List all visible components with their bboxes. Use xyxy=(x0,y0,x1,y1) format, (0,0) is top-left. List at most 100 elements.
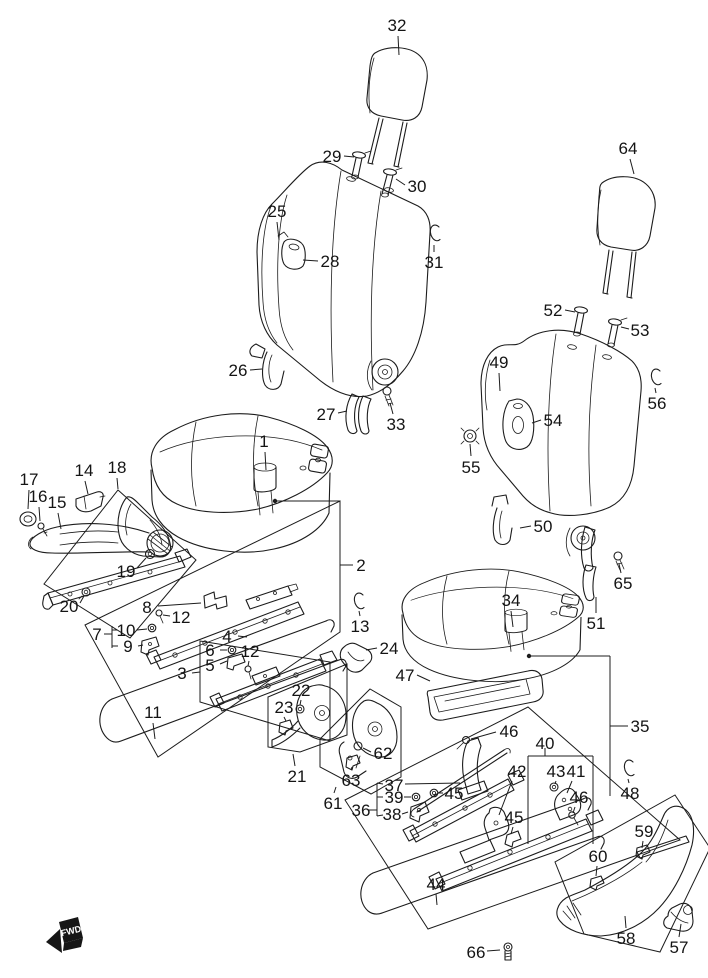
part-label-5: 5 xyxy=(205,656,214,675)
nut-6-drawing xyxy=(227,645,237,655)
bracket-line-36-4 xyxy=(376,814,384,817)
bracket-9-drawing xyxy=(140,636,160,656)
leader-line-5 xyxy=(219,660,228,665)
leader-line-47 xyxy=(416,674,431,682)
part-label-15: 15 xyxy=(48,493,67,512)
belt-guide-50-drawing xyxy=(491,494,513,546)
part-label-46a: 46 xyxy=(500,722,519,741)
part-label-37: 37 xyxy=(385,776,404,795)
clip-23-drawing xyxy=(278,719,294,736)
leader-line-32 xyxy=(397,35,400,56)
nut-45-front-drawing xyxy=(429,788,439,798)
bolt-46-rear-drawing xyxy=(568,811,579,826)
clip-59-drawing xyxy=(635,844,651,860)
leader-line-54 xyxy=(531,419,542,424)
leader-line-30 xyxy=(395,178,406,186)
part-label-32: 32 xyxy=(388,16,407,35)
clip-14-drawing xyxy=(75,491,106,513)
part-label-20: 20 xyxy=(60,597,79,616)
leader-line-17 xyxy=(27,489,30,510)
bracket-anchor-dot-2 xyxy=(272,498,278,504)
part-label-8: 8 xyxy=(142,598,151,617)
part-label-18: 18 xyxy=(108,458,127,477)
leader-line-11 xyxy=(152,722,156,740)
leader-line-53 xyxy=(620,326,630,330)
part-label-48: 48 xyxy=(621,784,640,803)
part-label-16: 16 xyxy=(29,487,48,506)
leader-line-44 xyxy=(435,893,438,906)
leader-line-29 xyxy=(343,155,355,158)
leader-line-48 xyxy=(627,778,630,784)
c-clip-icon-48 xyxy=(623,759,635,777)
nut-10-drawing xyxy=(147,623,157,633)
panel-buckle-21 xyxy=(267,663,348,753)
part-label-53: 53 xyxy=(631,321,650,340)
side-cover-58-drawing xyxy=(556,805,695,937)
c-clip-icon-31 xyxy=(429,224,441,242)
headrest-32-drawing xyxy=(366,47,428,168)
part-label-65: 65 xyxy=(614,574,633,593)
right-lower-rail-drawing xyxy=(428,809,604,892)
leader-line-59 xyxy=(641,840,644,849)
leader-line-63 xyxy=(350,766,353,771)
part-label-27: 27 xyxy=(317,405,336,424)
panel-retractor-61 xyxy=(319,688,402,795)
leader-line-19 xyxy=(136,557,147,569)
part-label-42: 42 xyxy=(508,762,527,781)
fwd-direction-badge: FWD xyxy=(46,917,83,953)
leader-line-38 xyxy=(401,811,409,815)
part-label-38: 38 xyxy=(383,805,402,824)
c-clip-icon-13 xyxy=(353,592,365,610)
handle-bezel-57-drawing xyxy=(663,902,694,932)
part-label-2: 2 xyxy=(356,556,365,575)
leader-line-15 xyxy=(57,512,62,530)
part-label-7: 7 xyxy=(92,625,101,644)
part-label-1: 1 xyxy=(259,432,268,451)
bracket-anchor-dot-35 xyxy=(526,653,532,659)
leader-line-52 xyxy=(564,309,576,313)
leader-line-46a xyxy=(470,731,497,740)
riser-bracket-18-drawing xyxy=(42,496,192,610)
belt-retractor-62-drawing xyxy=(338,699,398,779)
part-label-41: 41 xyxy=(567,762,586,781)
nut-20-drawing xyxy=(78,587,91,600)
hinge-bracket-51-drawing xyxy=(580,526,597,602)
part-label-36: 36 xyxy=(352,801,371,820)
headrest-64-drawing xyxy=(596,176,656,299)
part-label-12b: 12 xyxy=(241,642,260,661)
nut-62 xyxy=(353,741,363,751)
part-label-50: 50 xyxy=(534,517,553,536)
part-label-52: 52 xyxy=(544,301,563,320)
leader-line-16 xyxy=(38,506,41,522)
washer-17-drawing xyxy=(19,511,37,527)
leader-line-43 xyxy=(554,780,557,785)
part-label-34: 34 xyxy=(502,591,521,610)
belt-anchor-tower-46-drawing xyxy=(456,735,489,801)
part-label-6: 6 xyxy=(205,641,214,660)
leader-line-65 xyxy=(618,563,622,574)
leader-line-24 xyxy=(365,647,378,651)
part-label-14: 14 xyxy=(75,461,94,480)
part-label-25: 25 xyxy=(268,202,287,221)
leader-line-10 xyxy=(136,628,148,631)
leader-line-33 xyxy=(389,402,394,415)
part-label-54: 54 xyxy=(544,411,563,430)
leader-line-64 xyxy=(629,158,635,175)
part-label-51: 51 xyxy=(587,614,606,633)
nut-39-drawing xyxy=(411,792,421,802)
leader-line-18 xyxy=(116,477,119,490)
leader-line-50 xyxy=(519,525,532,529)
leader-line-46b xyxy=(572,806,576,814)
part-label-39: 39 xyxy=(385,788,404,807)
part-label-61: 61 xyxy=(324,794,343,813)
hinge-cover-24-drawing xyxy=(339,642,373,673)
leader-line-27 xyxy=(337,410,348,414)
bolt-33-drawing xyxy=(382,386,394,407)
leader-line-23 xyxy=(283,716,287,722)
part-label-28: 28 xyxy=(321,252,340,271)
leader-line-4 xyxy=(237,635,248,638)
hinge-cover-27-drawing xyxy=(345,393,372,435)
clip-5-drawing xyxy=(226,653,246,671)
